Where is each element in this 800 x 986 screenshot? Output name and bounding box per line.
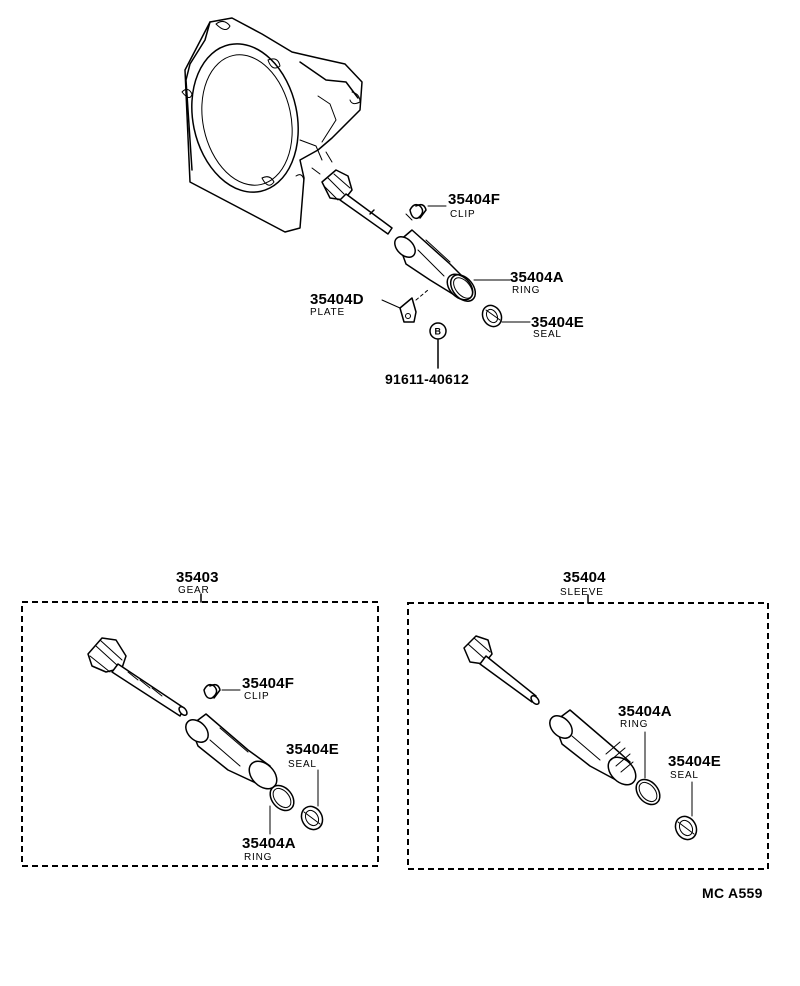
driven-gear-icon <box>87 637 188 717</box>
transmission-housing-icon <box>181 17 363 233</box>
sleeve-kit-seal-name: SEAL <box>670 770 699 781</box>
plate-part-name: PLATE <box>310 307 345 318</box>
bolt-marker-icon <box>429 322 447 340</box>
oil-seal-icon <box>300 805 324 831</box>
driven-gear-icon <box>321 169 393 235</box>
gear-kit-seal-number: 35404E <box>286 741 339 758</box>
seal-part-number: 35404E <box>531 314 584 331</box>
clip-part-number: 35404F <box>448 191 500 208</box>
sleeve-kit-number: 35404 <box>563 569 606 586</box>
gear-kit-name: GEAR <box>178 585 210 596</box>
clip-icon <box>405 203 427 221</box>
gear-kit-ring-number: 35404A <box>242 835 296 852</box>
gear-kit-clip-number: 35404F <box>242 675 294 692</box>
clip-part-name: CLIP <box>450 209 475 220</box>
plate-part-number: 35404D <box>310 291 364 308</box>
sleeve-icon <box>549 709 637 786</box>
lock-plate-icon <box>399 289 429 323</box>
oil-seal-icon <box>481 304 503 328</box>
bolt-marker-letter: B <box>435 327 442 337</box>
diagram-code: MC A559 <box>702 885 763 901</box>
gear-kit-ring-name: RING <box>244 852 272 863</box>
ring-part-name: RING <box>512 285 540 296</box>
driven-gear-icon <box>463 635 540 706</box>
ring-part-number: 35404A <box>510 269 564 286</box>
sleeve-kit-name: SLEEVE <box>560 587 604 598</box>
o-ring-icon <box>449 274 477 302</box>
o-ring-icon <box>269 784 295 812</box>
sleeve-icon <box>185 713 278 790</box>
oil-seal-icon <box>674 815 698 841</box>
sleeve-kit-ring-number: 35404A <box>618 703 672 720</box>
gear-kit-clip-name: CLIP <box>244 691 269 702</box>
clip-icon <box>203 683 221 700</box>
sleeve-kit-ring-name: RING <box>620 719 648 730</box>
bolt-part-number: 91611-40612 <box>385 371 469 387</box>
seal-part-name: SEAL <box>533 329 562 340</box>
sleeve-icon <box>394 229 474 301</box>
sleeve-kit-seal-number: 35404E <box>668 753 721 770</box>
gear-kit-seal-name: SEAL <box>288 759 317 770</box>
gear-kit-number: 35403 <box>176 569 219 586</box>
o-ring-icon <box>635 778 661 806</box>
